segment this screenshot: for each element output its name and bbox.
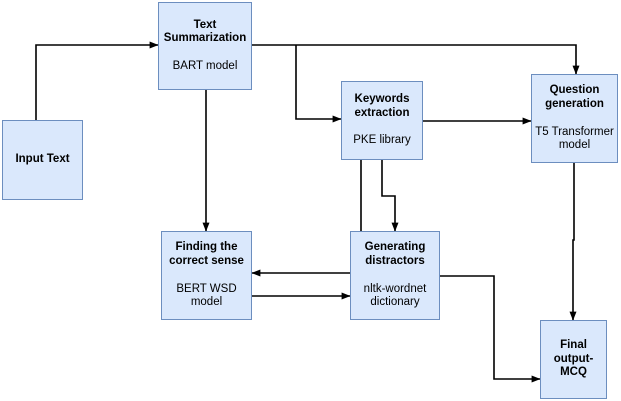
node-final-output-mcq[interactable]: Final output- MCQ	[540, 320, 607, 399]
node-subtitle: BERT WSD model	[176, 282, 237, 309]
node-generating-distractors[interactable]: Generating distractors nltk-wordnet dicti…	[350, 231, 440, 320]
edge-text-summarization-to-question-generation	[252, 44, 580, 75]
edge-keywords-extraction-to-finding-correct-sense	[251, 160, 362, 277]
node-title: Input Text	[15, 153, 70, 166]
node-subtitle: PKE library	[353, 134, 411, 147]
node-question-generation[interactable]: Question generation T5 Transformer model	[531, 74, 618, 163]
node-title: Question generation	[545, 84, 604, 110]
node-title: Generating distractors	[364, 241, 426, 267]
node-title: Final output- MCQ	[553, 339, 594, 379]
node-input-text[interactable]: Input Text	[2, 120, 83, 200]
node-subtitle: nltk-wordnet dictionary	[363, 282, 427, 309]
edge-input-text-to-text-summarization	[35, 41, 159, 120]
edge-generating-distractors-to-final-output-mcq	[440, 275, 541, 383]
edge-keywords-extraction-to-generating-distractors	[381, 160, 399, 232]
edge-question-generation-to-final-output-mcq	[569, 163, 577, 321]
node-subtitle: BART model	[172, 59, 238, 72]
node-title: Text Summarization	[163, 18, 247, 45]
node-title: Keywords extraction	[354, 93, 410, 119]
node-subtitle: T5 Transformer model	[535, 125, 614, 152]
node-title: Finding the correct sense	[169, 241, 244, 267]
edge-text-summarization-to-keywords-extraction	[295, 45, 342, 123]
